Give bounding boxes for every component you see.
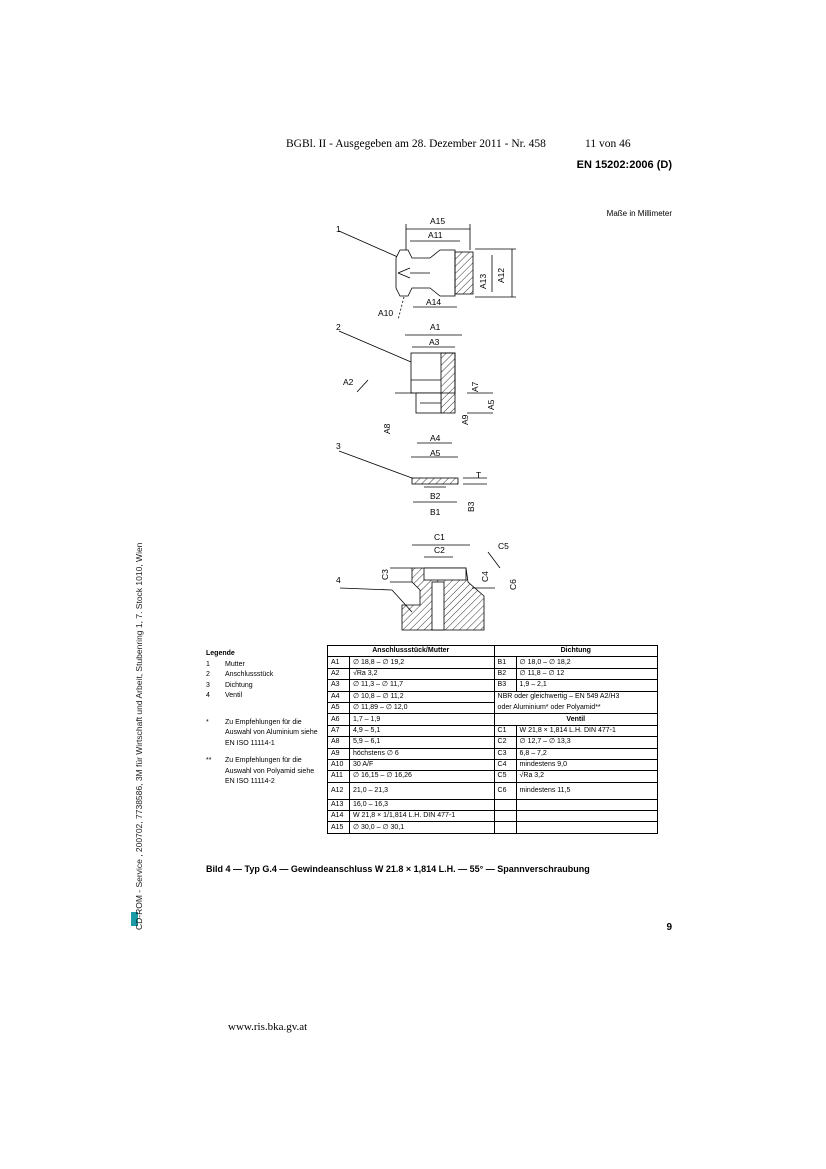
dim-A8: A8	[382, 423, 392, 434]
header-publication: BGBl. II - Ausgegeben am 28. Dezember 20…	[286, 138, 631, 150]
part-label-1: 1	[336, 224, 341, 234]
side-margin-text: CD-ROM - Service , 200702, 7738586, 3M f…	[134, 542, 144, 930]
dim-A5-lower: A5	[430, 448, 441, 458]
dim-B3: B3	[466, 501, 476, 512]
footer-url[interactable]: www.ris.bka.gv.at	[228, 1021, 308, 1033]
dim-A4: A4	[430, 433, 441, 443]
part-label-2: 2	[336, 322, 341, 332]
part-label-3: 3	[336, 441, 341, 451]
dim-C2: C2	[434, 545, 445, 555]
dim-A13: A13	[478, 274, 488, 289]
dim-C3: C3	[380, 569, 390, 580]
header-anschlussstueck: Anschlussstück/Mutter	[327, 644, 495, 658]
dim-C5: C5	[498, 541, 509, 551]
figure-caption: Bild 4 — Typ G.4 — Gewindeanschluss W 21…	[206, 864, 590, 874]
dim-A1: A1	[430, 322, 441, 332]
legend-note-aluminium: *Zu Empfehlungen für die Auswahl von Alu…	[206, 718, 318, 747]
dim-A14: A14	[426, 297, 441, 307]
header-dichtung: Dichtung	[493, 644, 659, 658]
dim-A15: A15	[430, 216, 445, 226]
dim-A5: A5	[486, 399, 496, 410]
table-row: A15∅ 30,0 – ∅ 30,1	[327, 821, 659, 834]
dim-A3: A3	[429, 337, 440, 347]
dim-T: T	[476, 470, 481, 480]
dim-A9: A9	[460, 414, 470, 425]
technical-drawing: 1 A15 A11 A13 A12 A10 A14 2 A1 A3 A2 A7 …	[336, 216, 518, 631]
header-ventil: Ventil	[493, 713, 659, 726]
dim-B1: B1	[430, 507, 441, 517]
page-number: 9	[666, 922, 672, 933]
units-note: Maße in Millimeter	[606, 209, 672, 218]
table-header: Anschlussstück/Mutter Dichtung	[327, 644, 659, 658]
side-logo	[131, 912, 138, 926]
dimension-table: Anschlussstück/Mutter Dichtung A1∅ 18,8 …	[327, 644, 659, 834]
dim-A12: A12	[496, 268, 506, 283]
dim-C4: C4	[480, 571, 490, 582]
dim-A2: A2	[343, 377, 354, 387]
dim-C6: C6	[508, 579, 518, 590]
dim-A11: A11	[428, 230, 443, 240]
header-page-of: 11 von 46	[585, 138, 631, 150]
dim-A7: A7	[470, 381, 480, 392]
dim-B2: B2	[430, 491, 441, 501]
legend-title: Legende	[206, 650, 235, 657]
dim-C1: C1	[434, 532, 445, 542]
legend-note-polyamid: **Zu Empfehlungen für die Auswahl von Po…	[206, 757, 315, 785]
part-label-4: 4	[336, 575, 341, 585]
dim-A10: A10	[378, 308, 393, 318]
standard-number: EN 15202:2006 (D)	[576, 159, 672, 171]
